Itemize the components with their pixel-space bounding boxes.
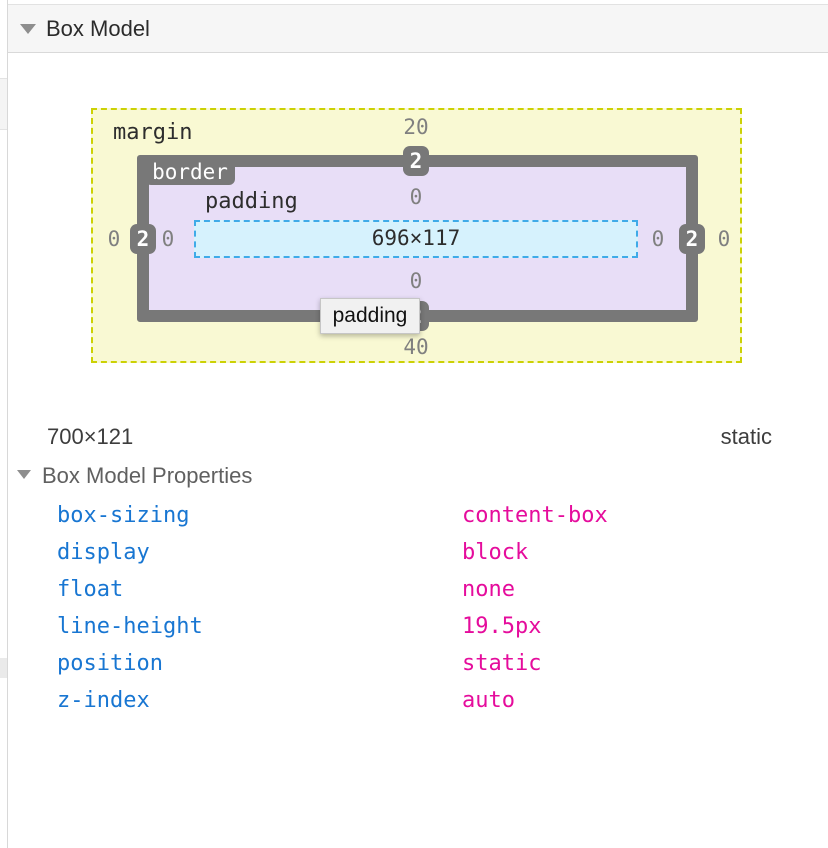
padding-label: padding: [205, 189, 298, 214]
property-name: display: [57, 540, 150, 565]
margin-right-value: 0: [717, 227, 731, 251]
property-name: box-sizing: [57, 503, 190, 528]
node-dimensions: 700×121: [47, 424, 134, 449]
hover-tooltip-text: padding: [332, 304, 408, 327]
border-label: border: [145, 158, 235, 185]
margin-left-value: 0: [107, 227, 121, 251]
box-model-diagram-margin-area[interactable]: margin 20 border padding 0 0 2 0 2 696×1…: [91, 108, 742, 363]
margin-label: margin: [113, 120, 193, 145]
padding-right-value: 0: [651, 227, 665, 251]
property-value: block: [462, 540, 529, 565]
panel-left-gutter: [0, 0, 8, 848]
property-value: static: [462, 651, 542, 676]
padding-left-value: 0: [161, 227, 175, 251]
disclosure-triangle-icon[interactable]: [17, 470, 31, 479]
property-name: z-index: [57, 688, 150, 713]
padding-top-value: 0: [409, 185, 423, 209]
border-left-value-badge[interactable]: 2: [130, 224, 156, 254]
box-model-properties-title[interactable]: Box Model Properties: [42, 463, 253, 488]
property-value: content-box: [462, 503, 608, 528]
box-model-section-header[interactable]: Box Model: [8, 4, 828, 53]
padding-bottom-value: 0: [409, 269, 423, 293]
property-name: float: [57, 577, 124, 602]
border-right-value-badge[interactable]: 2: [679, 224, 705, 254]
node-position-value: static: [720, 424, 772, 449]
property-name: position: [57, 651, 163, 676]
disclosure-triangle-icon: [20, 23, 36, 34]
property-value: 19.5px: [462, 614, 542, 639]
property-value: none: [462, 577, 515, 602]
margin-top-value: 20: [403, 115, 429, 139]
content-box[interactable]: 696×117: [194, 220, 638, 258]
property-name: line-height: [57, 614, 203, 639]
property-value: auto: [462, 688, 515, 713]
section-title: Box Model: [46, 15, 150, 41]
border-top-value-badge[interactable]: 2: [403, 146, 429, 176]
margin-bottom-value: 40: [403, 335, 429, 359]
gutter-row-fragment: [0, 658, 7, 678]
hover-tooltip: padding: [320, 298, 420, 334]
gutter-row-fragment: [0, 78, 7, 130]
